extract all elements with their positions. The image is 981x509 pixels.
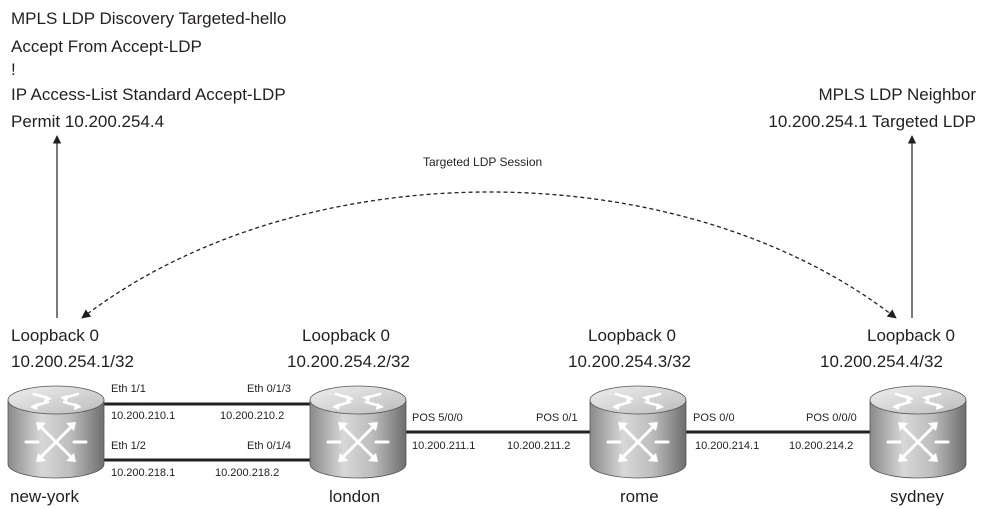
link4-a-ip: 10.200.214.1	[695, 440, 760, 452]
link4-b-ip: 10.200.214.2	[789, 440, 854, 452]
router-rome-name: rome	[620, 487, 659, 506]
router-london-name: london	[329, 487, 381, 506]
session-label: Targeted LDP Session	[423, 155, 543, 169]
link3-a-ip: 10.200.211.1	[412, 440, 476, 452]
link2-a-ip: 10.200.218.1	[111, 467, 176, 479]
router-new-york-icon	[6, 384, 106, 480]
router-rome-icon	[588, 384, 688, 480]
router-sydney-name: sydney	[890, 487, 944, 506]
targeted-ldp-session-arc	[81, 191, 897, 319]
new-york-config-line-4: IP Access-List Standard Accept-LDP	[11, 85, 286, 104]
router-sydney-icon	[868, 384, 968, 480]
sydney-loopback: Loopback 0	[867, 326, 955, 345]
link1-b-ip: 10.200.210.2	[220, 410, 285, 422]
link1-a-ip: 10.200.210.1	[111, 410, 176, 422]
link3-b-ip: 10.200.211.2	[507, 440, 571, 452]
link3-a-interface: POS 5/0/0	[412, 412, 463, 424]
new-york-address: 10.200.254.1/32	[11, 352, 134, 371]
link2-b-ip: 10.200.218.2	[215, 467, 280, 479]
link2-b-interface: Eth 0/1/4	[247, 440, 292, 452]
router-new-york-name: new-york	[10, 487, 79, 506]
link1-a-interface: Eth 1/1	[111, 383, 146, 395]
link4-a-interface: POS 0/0	[693, 412, 735, 424]
link4-b-interface: POS 0/0/0	[806, 412, 857, 424]
new-york-config-line-5: Permit 10.200.254.4	[11, 112, 165, 131]
new-york-config-line-2: Accept From Accept-LDP	[11, 37, 202, 56]
rome-address: 10.200.254.3/32	[568, 352, 691, 371]
london-loopback: Loopback 0	[302, 326, 390, 345]
sydney-address: 10.200.254.4/32	[820, 352, 943, 371]
new-york-config-line-3: !	[11, 60, 16, 79]
link2-a-interface: Eth 1/2	[111, 440, 146, 452]
link1-b-interface: Eth 0/1/3	[247, 383, 292, 395]
sydney-config-line-1: MPLS LDP Neighbor	[818, 85, 977, 104]
new-york-config-line-1: MPLS LDP Discovery Targeted-hello	[11, 9, 287, 28]
router-london-icon	[308, 384, 408, 480]
london-address: 10.200.254.2/32	[287, 352, 410, 371]
link3-b-interface: POS 0/1	[536, 412, 578, 424]
new-york-loopback: Loopback 0	[11, 326, 99, 345]
rome-loopback: Loopback 0	[588, 326, 676, 345]
sydney-config-line-2: 10.200.254.1 Targeted LDP	[768, 112, 976, 131]
